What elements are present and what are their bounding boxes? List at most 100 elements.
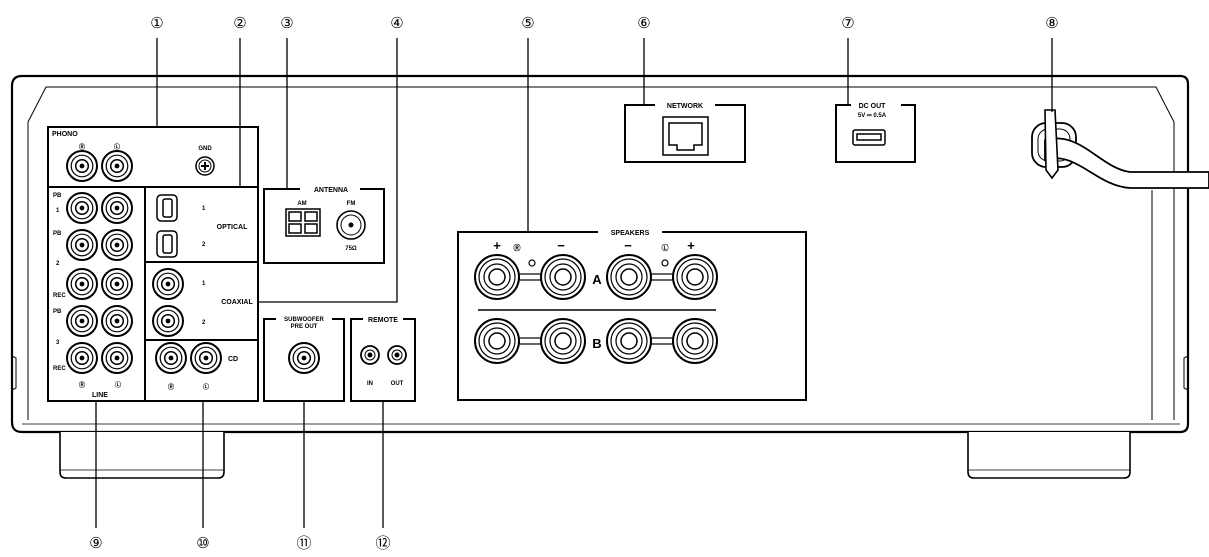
- speaker-left-mark: Ⓛ: [662, 243, 669, 252]
- line3-rec-left-jack: [101, 342, 133, 374]
- gnd-terminal: [195, 156, 215, 176]
- coaxial-2-label: 2: [202, 320, 206, 326]
- line-1-label: 1: [56, 208, 60, 214]
- callout-10: ⑩: [196, 535, 209, 552]
- line1-pb-left-jack: [101, 192, 133, 224]
- line-label: LINE: [92, 392, 108, 399]
- terminal-bridge: [650, 337, 674, 345]
- speaker-plus-label: +: [687, 238, 695, 253]
- callout-5: ⑤: [521, 15, 534, 32]
- labels-left: PHONO Ⓡ Ⓛ GND PB 1 PB 2 REC PB 3 REC Ⓡ Ⓛ…: [52, 131, 253, 399]
- callouts: ① ② ③ ④ ⑤ ⑥ ⑦ ⑧ ⑨ ⑩ ⑪ ⑫: [89, 15, 1058, 552]
- fm-label: FM: [347, 201, 356, 207]
- network-label: NETWORK: [667, 103, 703, 110]
- line-2-label: 2: [56, 261, 60, 267]
- line1-pb-right-jack: [66, 192, 98, 224]
- line3-pb-right-jack: [66, 305, 98, 337]
- speaker-a-left-plus-terminal: [672, 254, 718, 300]
- phono-right-mark: Ⓡ: [79, 143, 85, 151]
- network-panel: NETWORK: [624, 100, 746, 163]
- line-left-mark: Ⓛ: [115, 381, 121, 389]
- line3-rec-right-jack: [66, 342, 98, 374]
- antenna-label: ANTENNA: [314, 187, 348, 194]
- speaker-a-right-plus-terminal: [474, 254, 520, 300]
- speaker-a-right-minus-terminal: [540, 254, 586, 300]
- line-right-mark: Ⓡ: [79, 381, 85, 389]
- callout-1: ①: [150, 15, 163, 32]
- speaker-a-label: A: [592, 272, 602, 287]
- rca-jacks: [66, 150, 320, 374]
- cd-left-mark: Ⓛ: [203, 383, 209, 391]
- line-rec-label: REC: [53, 366, 66, 372]
- chassis: [10, 74, 1190, 434]
- callout-lines: [95, 38, 1053, 528]
- optical-1-label: 1: [202, 206, 206, 212]
- phono-left-jack: [101, 150, 133, 182]
- fm-jack: [336, 210, 366, 240]
- remote-panel: REMOTE IN OUT: [350, 314, 416, 402]
- gnd-label: GND: [198, 146, 212, 152]
- callout-2: ②: [233, 15, 246, 32]
- speaker-b-right-minus-terminal: [540, 318, 586, 364]
- input-panel: [47, 126, 259, 402]
- cd-label: CD: [228, 356, 238, 363]
- line-pb-label: PB: [53, 193, 62, 199]
- line2-rec-right-jack: [66, 268, 98, 300]
- callout-11: ⑪: [296, 535, 311, 552]
- cd-right-mark: Ⓡ: [168, 383, 174, 391]
- callout-8: ⑧: [1045, 15, 1058, 32]
- remote-jacks: [360, 345, 407, 365]
- remote-label: REMOTE: [368, 317, 398, 324]
- cd-right-jack: [155, 342, 187, 374]
- optical-label: OPTICAL: [217, 224, 248, 231]
- dcout-panel: DC OUT 5V ⎓ 0.5A: [835, 98, 916, 163]
- line-pb-label: PB: [53, 231, 62, 237]
- line-3-label: 3: [56, 340, 60, 346]
- line2-pb-left-jack: [101, 229, 133, 261]
- speaker-right-mark: Ⓡ: [514, 243, 521, 252]
- coaxial-1-jack: [152, 268, 184, 300]
- dcout-rating: 5V ⎓ 0.5A: [858, 113, 887, 119]
- power-cord: [1031, 109, 1209, 189]
- terminal-bridge: [650, 273, 674, 281]
- pre-out-label: PRE OUT: [291, 324, 318, 330]
- optical-2-label: 2: [202, 242, 206, 248]
- remote-out-label: OUT: [391, 381, 404, 387]
- phono-label: PHONO: [52, 131, 78, 138]
- line2-rec-left-jack: [101, 268, 133, 300]
- coaxial-label: COAXIAL: [221, 299, 253, 306]
- ohm-label: 75Ω: [345, 246, 357, 252]
- remote-in-label: IN: [367, 381, 373, 387]
- terminal-bridge: [518, 337, 542, 345]
- speaker-minus-label: −: [624, 238, 632, 253]
- antenna-panel: ANTENNA AM FM 75Ω: [263, 184, 385, 264]
- coaxial-2-jack: [152, 305, 184, 337]
- callout-4: ④: [390, 15, 403, 32]
- line-pb-label: PB: [53, 309, 62, 315]
- speakers-label: SPEAKERS: [611, 230, 650, 237]
- subwoofer-jack: [288, 342, 320, 374]
- line3-pb-left-jack: [101, 305, 133, 337]
- am-terminal: [285, 208, 321, 237]
- feet: [59, 432, 1131, 479]
- callout-6: ⑥: [637, 15, 650, 32]
- usb-port: [852, 129, 886, 146]
- speaker-b-label: B: [592, 336, 601, 351]
- callout-12: ⑫: [375, 535, 390, 552]
- speaker-b-right-plus-terminal: [474, 318, 520, 364]
- am-label: AM: [297, 201, 306, 207]
- optical-jacks: [156, 194, 178, 258]
- speaker-plus-label: +: [493, 238, 501, 253]
- left-foot: [59, 432, 225, 479]
- line2-pb-right-jack: [66, 229, 98, 261]
- terminal-bridge: [518, 273, 542, 281]
- ethernet-port: [662, 116, 709, 156]
- phono-left-mark: Ⓛ: [114, 143, 120, 151]
- callout-9: ⑨: [89, 535, 102, 552]
- speakers-panel: SPEAKERS + Ⓡ − − Ⓛ + A B: [457, 227, 807, 401]
- speaker-a-left-minus-terminal: [606, 254, 652, 300]
- dcout-label: DC OUT: [859, 103, 887, 110]
- speaker-b-left-minus-terminal: [606, 318, 652, 364]
- right-foot: [967, 432, 1131, 479]
